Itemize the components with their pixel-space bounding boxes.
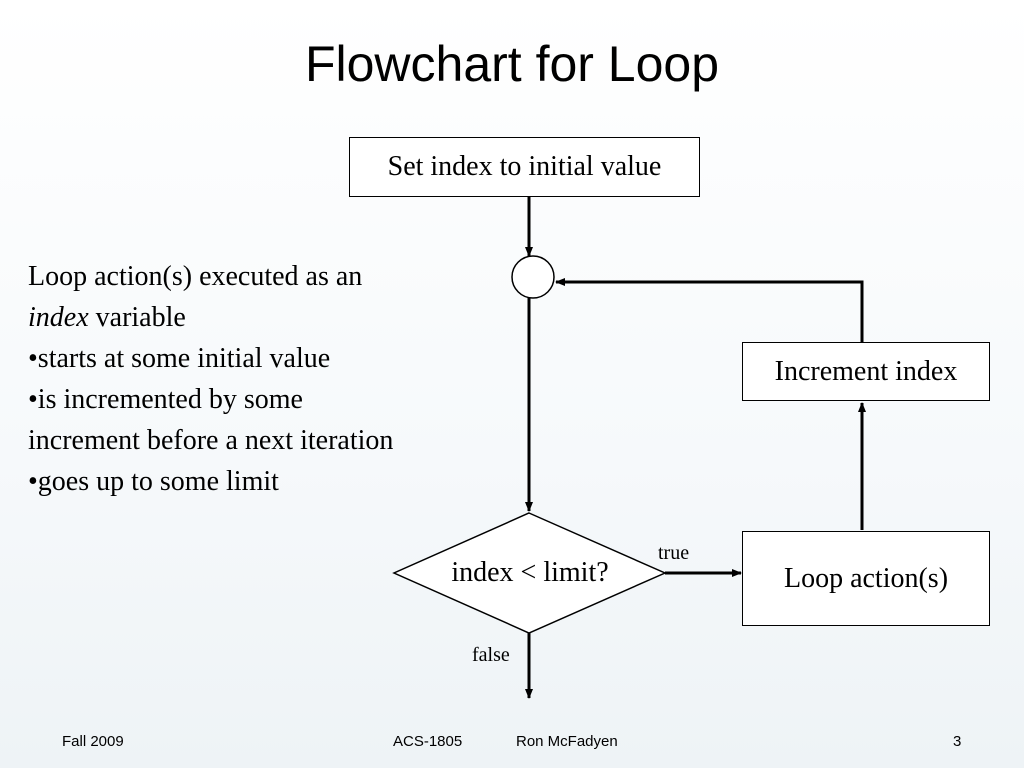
description-bullet: •goes up to some limit bbox=[28, 466, 279, 497]
action-box: Loop action(s) bbox=[742, 531, 990, 626]
description-bullet: •starts at some initial value bbox=[28, 343, 331, 374]
index-term: index bbox=[28, 302, 89, 333]
junction-circle bbox=[511, 255, 555, 299]
description-line: index variable bbox=[28, 297, 498, 338]
footer-course: ACS-1805 bbox=[393, 733, 463, 750]
description-line: Loop action(s) executed as an bbox=[28, 261, 363, 292]
arrow-increment-to-junction bbox=[555, 278, 864, 342]
loop-description: Loop action(s) executed as an index vari… bbox=[28, 256, 498, 502]
footer-author: Ron McFadyen bbox=[516, 733, 618, 750]
slide-title: Flowchart for Loop bbox=[304, 36, 720, 92]
description-text: variable bbox=[88, 302, 186, 333]
footer-page-number: 3 bbox=[953, 733, 962, 750]
decision-label: index < limit? bbox=[451, 557, 609, 588]
false-label: false bbox=[472, 644, 510, 666]
true-label: true bbox=[658, 542, 690, 564]
footer-term: Fall 2009 bbox=[62, 733, 124, 750]
init-box: Set index to initial value bbox=[349, 137, 700, 197]
description-bullet-continued: increment before a next iteration bbox=[28, 425, 394, 456]
description-bullet: •is incremented by some bbox=[28, 384, 303, 415]
increment-box: Increment index bbox=[742, 342, 990, 401]
